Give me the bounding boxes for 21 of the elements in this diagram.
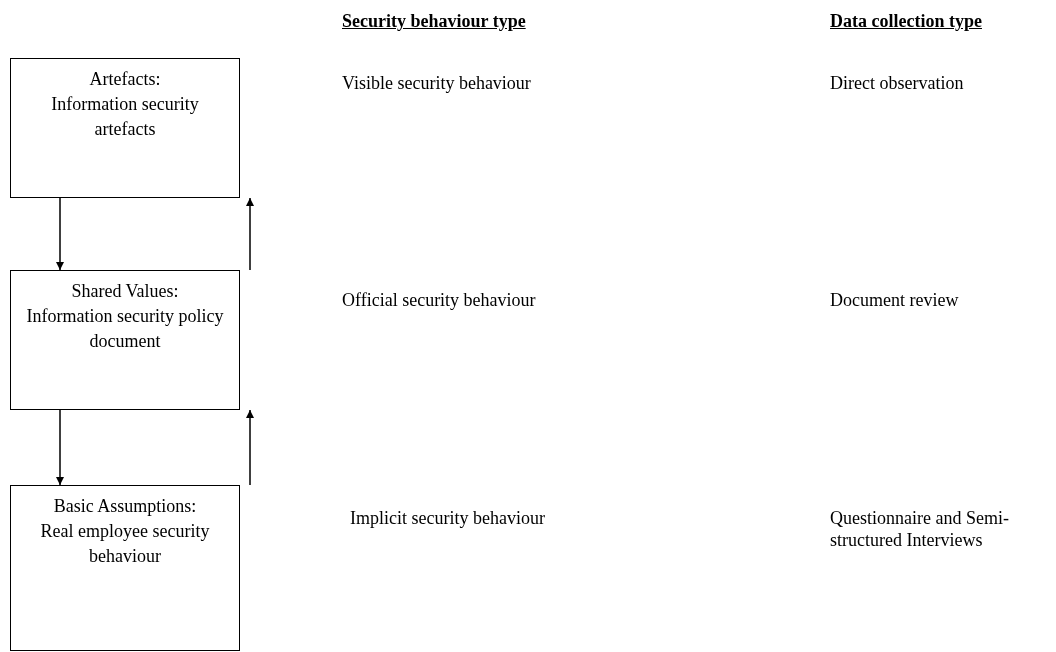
collection-method: Questionnaire and Semi-structured Interviews <box>830 507 1010 551</box>
collection-method: Document review <box>830 289 959 311</box>
layer-box <box>10 270 240 410</box>
arrow <box>246 409 254 486</box>
column-header: Security behaviour type <box>342 10 526 32</box>
behaviour-type: Official security behaviour <box>342 289 536 311</box>
arrow <box>56 409 64 486</box>
behaviour-type: Visible security behaviour <box>342 72 531 94</box>
layer-heading: Artefacts: <box>88 68 162 91</box>
layer-box <box>10 58 240 198</box>
layer-box <box>10 485 240 651</box>
collection-method: Direct observation <box>830 72 964 94</box>
layer-description: Real employee security behaviour <box>39 520 211 568</box>
arrow <box>56 197 64 271</box>
column-header: Data collection type <box>830 10 982 32</box>
layer-heading: Basic Assumptions: <box>52 495 198 518</box>
behaviour-type: Implicit security behaviour <box>350 507 545 529</box>
layer-description: Information security policy document <box>25 305 225 353</box>
layer-description: Information security artefacts <box>50 93 200 141</box>
arrow <box>246 197 254 271</box>
layer-heading: Shared Values: <box>70 280 180 303</box>
